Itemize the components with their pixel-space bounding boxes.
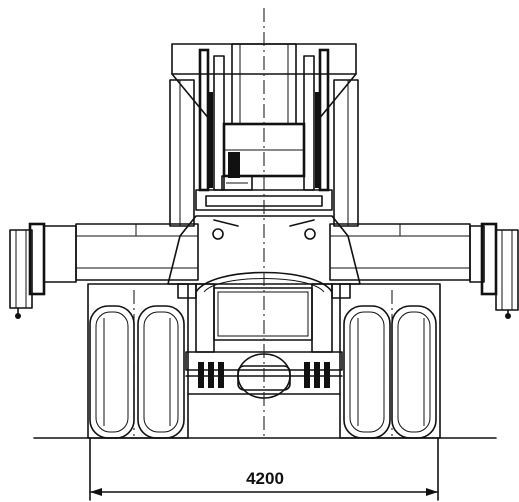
- dimension-label: 4200: [246, 469, 284, 488]
- wheel-right-inner: [343, 305, 391, 439]
- wheel-right-outer: [391, 305, 437, 439]
- dimension-track-width: 4200: [89, 437, 439, 501]
- right-end-cylinder: [469, 222, 519, 319]
- mast-frame: [169, 43, 359, 227]
- wheel-left-outer: [89, 305, 135, 439]
- boom: [75, 223, 471, 281]
- left-end-cylinder: [9, 222, 77, 319]
- wheel-left-inner: [137, 305, 185, 439]
